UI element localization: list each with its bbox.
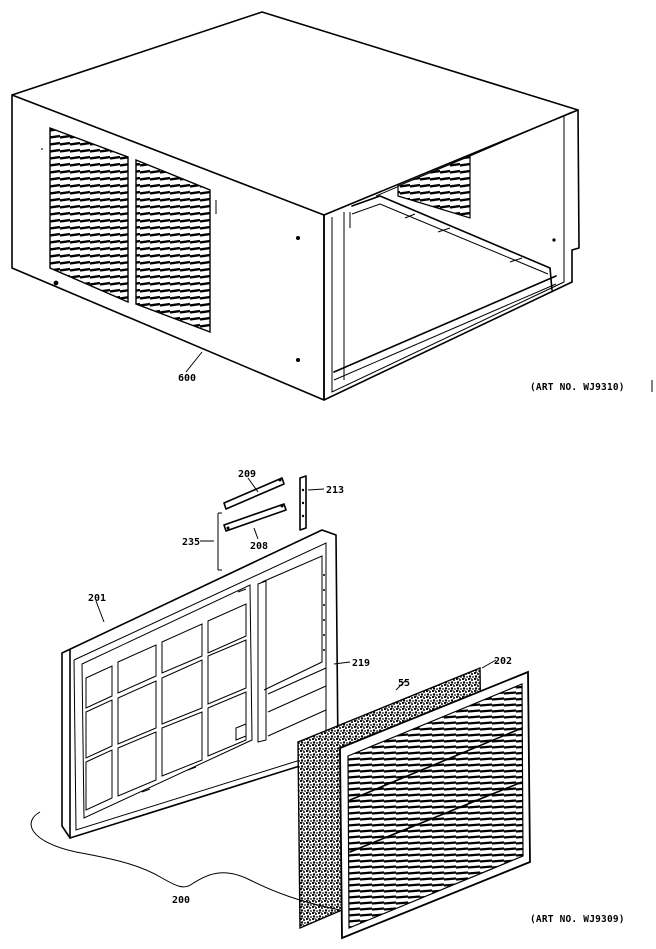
cabinet-rear-louver — [397, 155, 471, 219]
bracket-235-brace — [218, 512, 222, 571]
cabinet-interior-rails — [333, 195, 557, 381]
part-label-219: 219 — [352, 658, 370, 669]
assembly-leader-200 — [30, 811, 341, 911]
part-label-213: 213 — [326, 485, 344, 496]
bracket-208 — [223, 503, 287, 532]
cabinet-side-louvers — [49, 126, 217, 334]
part-label-200: 200 — [172, 895, 190, 906]
front-grille-202 — [339, 670, 531, 940]
grille-frame-201 — [61, 529, 339, 839]
art-number-bottom: (ART NO. WJ9309) — [530, 914, 625, 925]
part-label-202: 202 — [494, 656, 512, 667]
leaders-bottom — [95, 477, 497, 691]
leader-600 — [185, 351, 203, 373]
part-label-208: 208 — [250, 541, 268, 552]
part-label-209: 209 — [238, 469, 256, 480]
part-label-235: 235 — [182, 537, 200, 548]
part-label-201: 201 — [88, 593, 106, 604]
strip-213 — [299, 475, 307, 531]
bracket-209 — [223, 477, 285, 510]
part-label-600: 600 — [178, 373, 196, 384]
cabinet-screw-holes — [41, 148, 556, 362]
art-number-top: (ART NO. WJ9310) — [530, 382, 625, 393]
part-label-55: 55 — [398, 678, 410, 689]
